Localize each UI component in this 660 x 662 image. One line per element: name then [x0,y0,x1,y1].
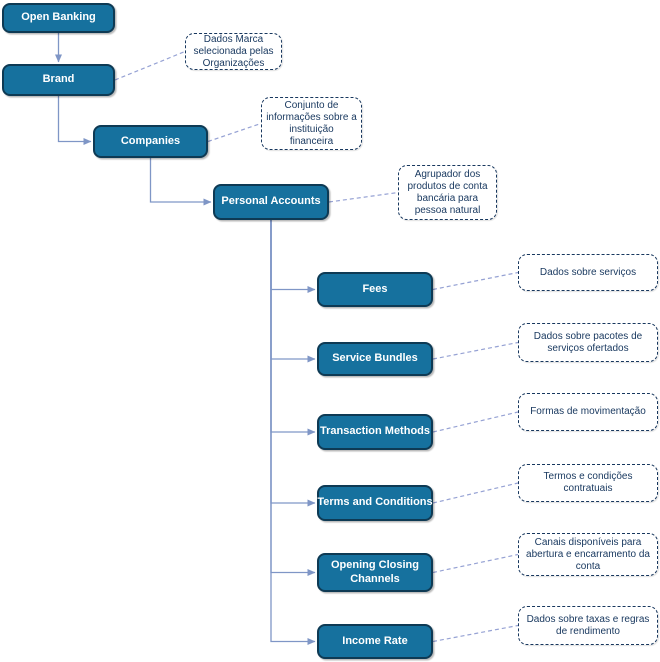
node-label-brand: Brand [42,73,75,86]
node-opening-closing-channels[interactable]: Opening Closing Channels [317,553,433,592]
annotation-connector-brand [114,50,186,81]
node-service-bundles[interactable]: Service Bundles [317,342,433,376]
annotation-brand[interactable]: Dados Marca selecionada pelas Organizaçõ… [185,33,282,70]
node-label-open-banking: Open Banking [21,11,96,24]
annotation-connector-terms-and-conditions [432,482,519,504]
annotation-text-opening-closing-channels: Canais disponíveis para abertura e encar… [526,536,650,572]
annotation-terms-and-conditions[interactable]: Termos e condições contratuais [518,464,658,502]
node-label-fees: Fees [362,282,388,295]
node-label-companies: Companies [120,134,181,147]
annotation-transaction-methods[interactable]: Formas de movimentação [518,393,658,431]
node-label-transaction-methods: Transaction Methods [319,425,431,438]
annotation-text-personal-accounts: Agrupador dos produtos de conta bancária… [407,168,488,216]
annotation-connector-transaction-methods [432,411,519,433]
annotation-fees[interactable]: Dados sobre serviços [518,254,658,291]
edge-companies-personal-accounts [149,158,212,206]
edge-personal-accounts-income-rate [270,220,316,645]
node-terms-and-conditions[interactable]: Terms and Conditions [317,485,433,521]
node-fees[interactable]: Fees [317,272,433,307]
annotation-connector-income-rate [432,624,519,643]
annotation-connector-personal-accounts [328,191,399,203]
node-brand[interactable]: Brand [2,64,115,96]
node-personal-accounts[interactable]: Personal Accounts [213,184,329,220]
node-open-banking[interactable]: Open Banking [2,3,115,33]
node-companies[interactable]: Companies [93,125,208,158]
annotation-text-income-rate: Dados sobre taxas e regras de rendimento [526,613,650,637]
annotation-companies[interactable]: Conjunto de informações sobre a institui… [261,97,362,150]
edge-brand-companies [57,96,92,145]
edge-personal-accounts-fees [270,220,316,293]
node-label-service-bundles: Service Bundles [332,352,418,365]
annotation-personal-accounts[interactable]: Agrupador dos produtos de conta bancária… [398,165,497,220]
annotation-text-terms-and-conditions: Termos e condições contratuais [543,471,633,494]
annotation-income-rate[interactable]: Dados sobre taxas e regras de rendimento [518,606,658,645]
node-label-opening-closing-channels: Opening Closing Channels [331,558,419,585]
annotation-text-companies: Conjunto de informações sobre a institui… [266,99,357,147]
annotation-text-fees: Dados sobre serviços [539,266,637,278]
edge-personal-accounts-terms-and-conditions [270,220,316,507]
edge-personal-accounts-transaction-methods [270,220,316,436]
node-label-terms-and-conditions: Terms and Conditions [317,496,433,509]
annotation-connector-service-bundles [432,341,519,360]
annotation-connector-opening-closing-channels [432,553,519,574]
node-transaction-methods[interactable]: Transaction Methods [317,414,433,450]
annotation-opening-closing-channels[interactable]: Canais disponíveis para abertura e encar… [518,533,658,576]
node-label-personal-accounts: Personal Accounts [221,195,321,208]
annotation-text-service-bundles: Dados sobre pacotes de serviços ofertado… [533,330,643,354]
node-label-income-rate: Income Rate [342,634,408,647]
edge-personal-accounts-opening-closing-channels [270,220,316,576]
annotation-text-transaction-methods: Formas de movimentação [530,406,646,417]
node-income-rate[interactable]: Income Rate [317,624,433,659]
annotation-connector-companies [207,122,262,143]
annotation-service-bundles[interactable]: Dados sobre pacotes de serviços ofertado… [518,323,658,362]
annotation-connector-fees [432,271,519,291]
annotation-text-brand: Dados Marca selecionada pelas Organizaçõ… [193,33,274,69]
